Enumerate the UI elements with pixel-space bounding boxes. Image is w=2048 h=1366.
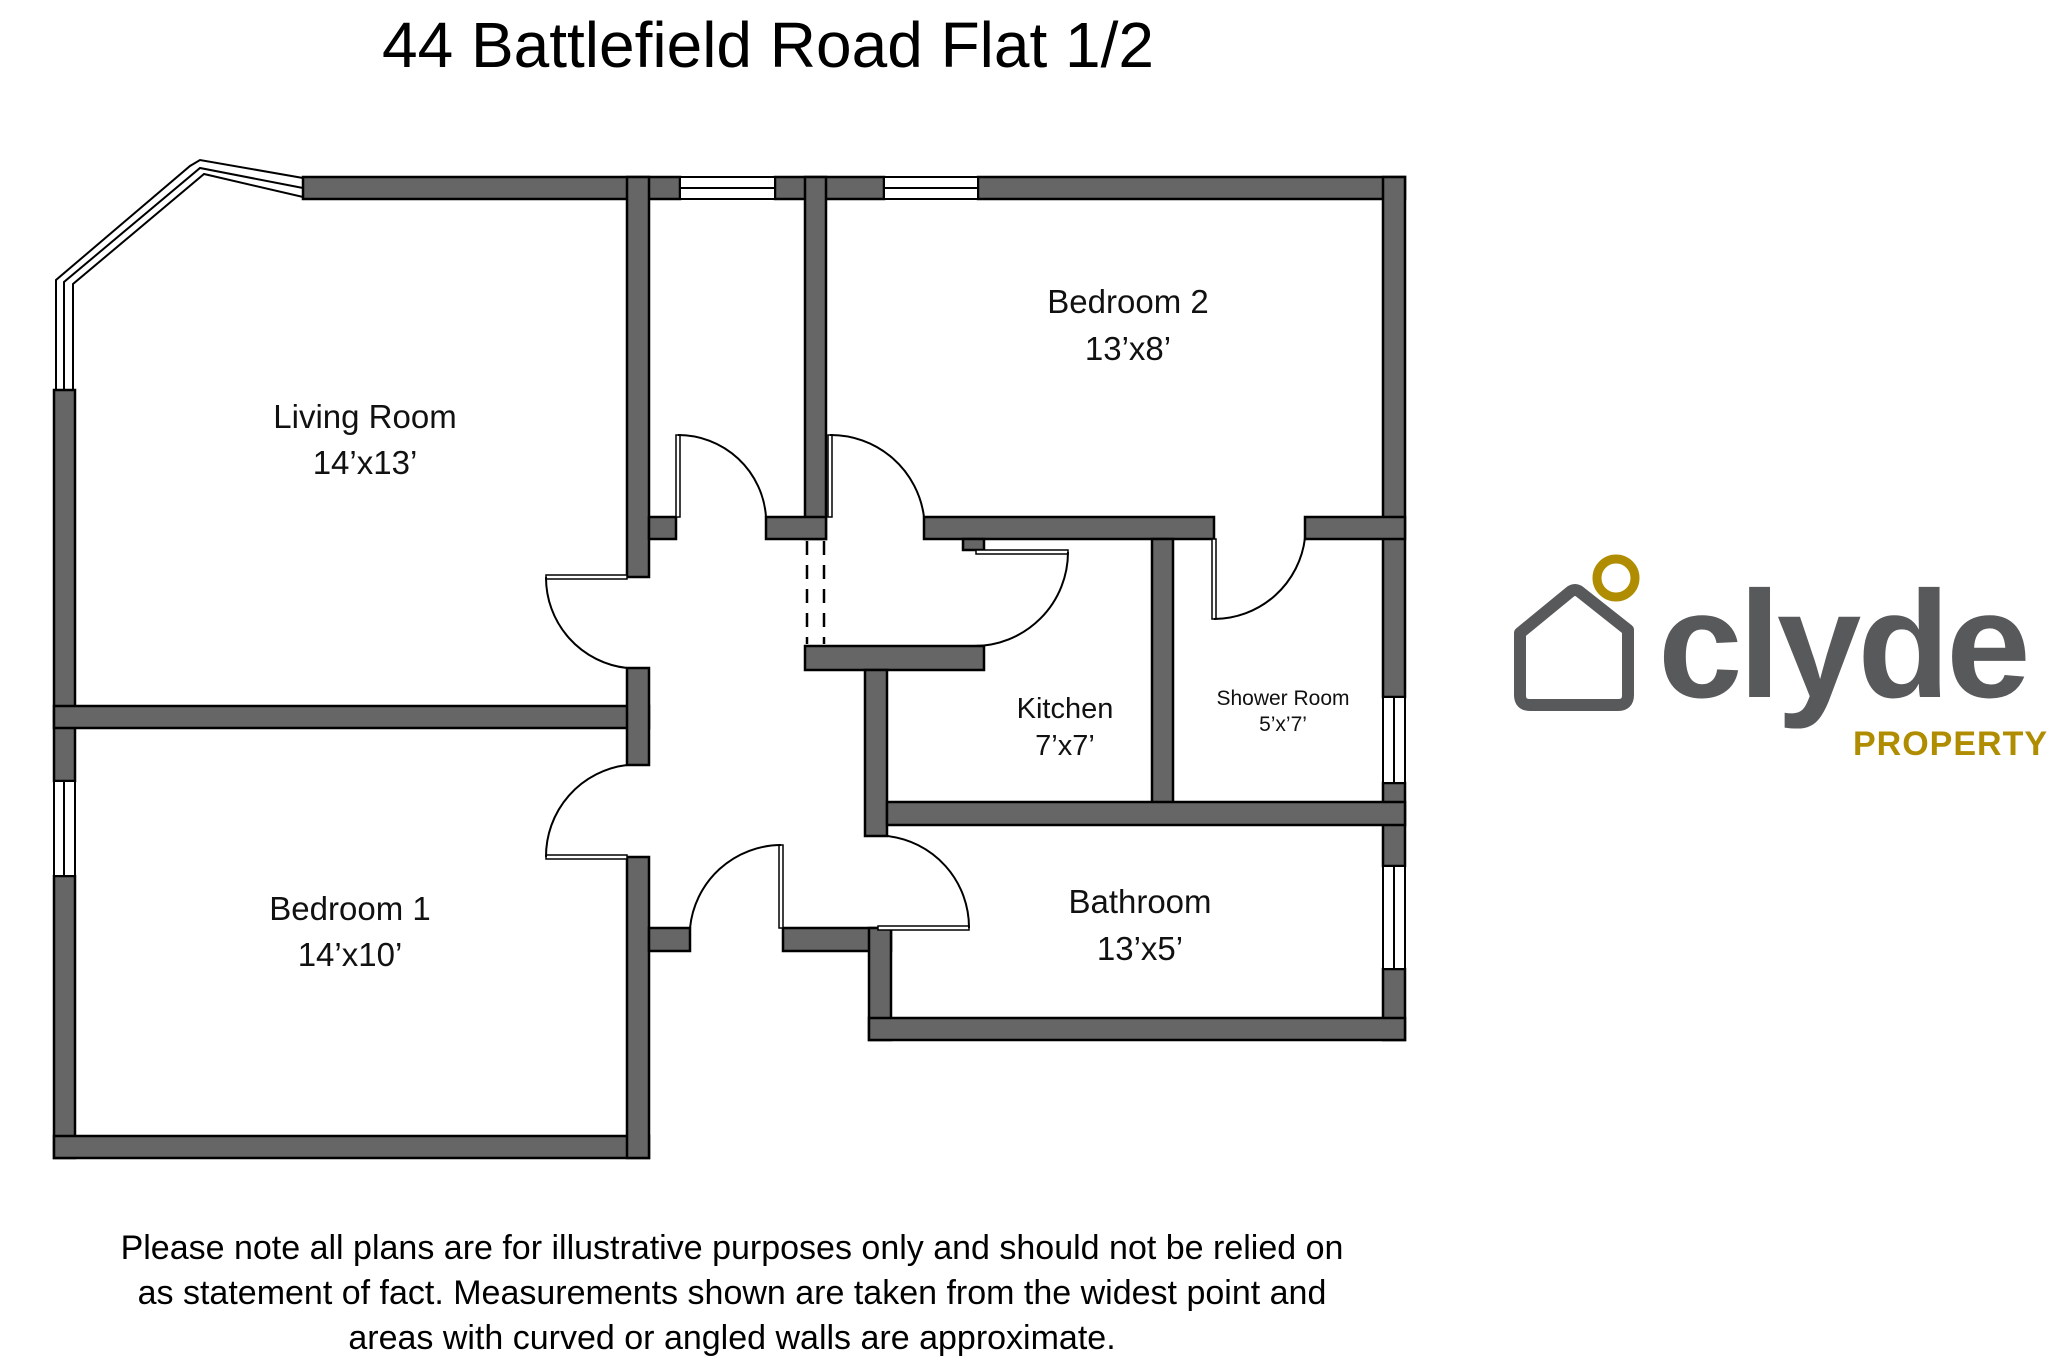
kitchen-name: Kitchen [1017, 693, 1114, 725]
logo-wordmark: clyde [1658, 560, 2027, 730]
wall-living-right-upper [625, 175, 651, 579]
ring-icon [1592, 554, 1640, 602]
bedroom2-name: Bedroom 2 [1047, 283, 1208, 320]
door-shower [1211, 537, 1306, 620]
wall-bottom-bedroom1 [52, 1134, 651, 1160]
door-kitchen [973, 549, 1069, 647]
plan-title: 44 Battlefield Road Flat 1/2 [381, 9, 1155, 81]
door-corridor [675, 433, 767, 518]
wall-kitchen-door-stub [961, 537, 986, 552]
open-archway [805, 541, 826, 644]
wall-stub-2 [764, 515, 828, 541]
wall-kitchen-top [803, 644, 986, 672]
disclaimer-line-3: areas with curved or angled walls are ap… [348, 1319, 1116, 1357]
door-bedroom2 [827, 433, 925, 518]
door-hall-lower [689, 844, 784, 929]
logo-subtitle: PROPERTY [1853, 725, 2048, 763]
bathroom-dims: 13’x5’ [1097, 930, 1183, 967]
wall-left-lower [52, 874, 77, 1160]
shower-room-name: Shower Room [1216, 687, 1349, 710]
wall-top-left [301, 175, 682, 201]
house-icon [1514, 584, 1634, 711]
wall-bedroom1-right [625, 855, 651, 1160]
wall-stub-1 [647, 515, 678, 541]
bedroom1-name: Bedroom 1 [269, 890, 430, 927]
wall-corridor-right [803, 175, 828, 541]
disclaimer-line-2: as statement of fact. Measurements shown… [137, 1274, 1327, 1312]
door-bedroom1 [544, 764, 628, 860]
wall-living-bedroom1 [52, 704, 651, 730]
wall-kitchen-left [863, 668, 889, 838]
shower-room-dims: 5’x’7’ [1259, 713, 1307, 736]
wall-top-mid [773, 175, 886, 201]
wall-hall-left-mid [625, 666, 651, 767]
living-room-dims: 14’x13’ [313, 444, 418, 481]
living-room-name: Living Room [273, 398, 456, 435]
doors [544, 433, 1306, 931]
bedroom1-dims: 14’x10’ [298, 936, 403, 973]
wall-top-right [976, 175, 1407, 201]
bay-window [55, 158, 304, 400]
disclaimer-line-1: Please note all plans are for illustrati… [120, 1229, 1344, 1267]
wall-bathroom-bottom [867, 1016, 1407, 1042]
wall-bedroom2-bottom-a [922, 515, 1216, 541]
walls [52, 175, 1407, 1160]
wall-right-upper [1381, 175, 1407, 699]
wall-hall-bottom-a [647, 926, 692, 953]
clyde-property-logo: clyde PROPERTY [1510, 545, 2048, 765]
windows [53, 176, 1406, 970]
bathroom-name: Bathroom [1068, 883, 1211, 920]
door-bathroom [877, 835, 971, 931]
room-labels: Living Room 14’x13’ Bedroom 2 13’x8’ Kit… [269, 283, 1349, 973]
door-living-room [544, 574, 628, 669]
wall-bedroom2-bottom-b [1303, 515, 1407, 541]
wall-bathroom-top [885, 800, 1407, 827]
bedroom2-dims: 13’x8’ [1085, 330, 1171, 367]
kitchen-dims: 7’x7’ [1035, 730, 1095, 762]
disclaimer: Please note all plans are for illustrati… [0, 1226, 1464, 1361]
wall-kitchen-shower [1150, 537, 1175, 825]
